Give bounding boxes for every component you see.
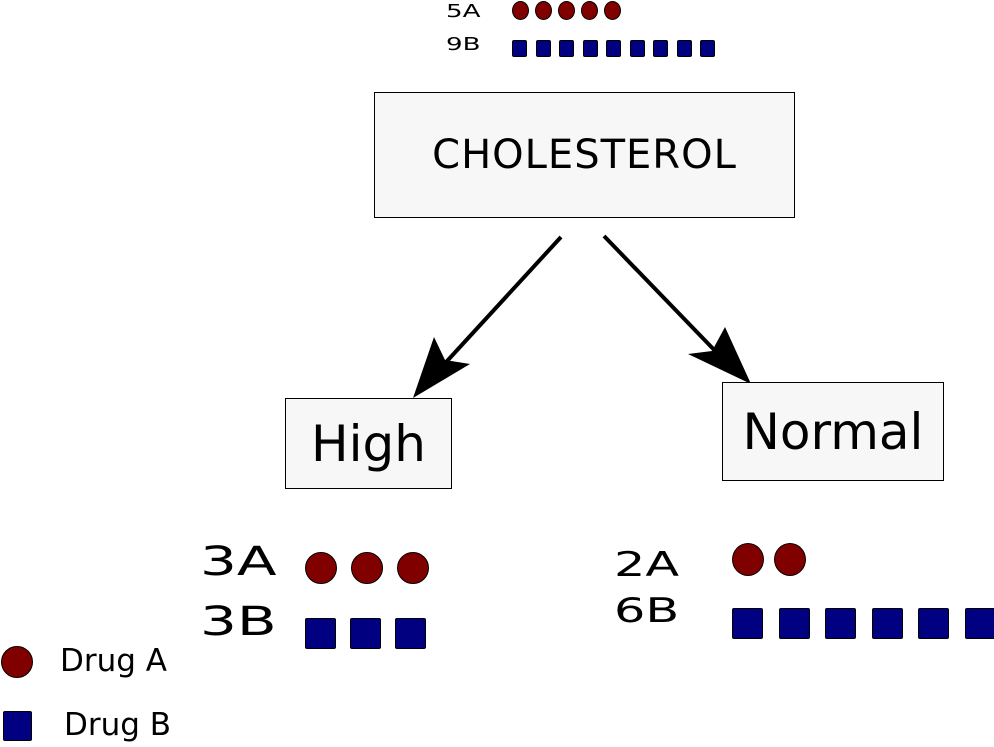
drug-b-marker <box>778 608 810 639</box>
edge-to-normal <box>602 234 724 360</box>
drug-b-marker <box>559 40 574 57</box>
drug-b-marker <box>964 608 994 639</box>
high-count-b: 3B <box>200 599 277 645</box>
drug-b-marker <box>582 40 598 57</box>
drug-a-marker <box>535 1 552 20</box>
legend-drug-a-label: Drug A <box>60 643 168 679</box>
drug-a-marker <box>604 1 621 20</box>
root-count-b: 9B <box>446 34 481 55</box>
drug-a-marker <box>512 1 529 20</box>
drug-b-marker <box>535 40 551 57</box>
drug-a-marker <box>558 1 575 20</box>
edge-to-high <box>435 235 563 374</box>
legend-drug-a-icon <box>1 646 33 678</box>
drug-b-marker <box>606 40 621 57</box>
drug-b-marker <box>629 40 645 57</box>
drug-b-marker <box>871 608 903 639</box>
drug-b-marker <box>732 608 763 639</box>
high-count-a: 3A <box>200 539 277 585</box>
legend-drug-b-label: Drug B <box>64 707 172 743</box>
arrowhead-normal <box>688 327 751 384</box>
node-normal: Normal <box>722 382 944 481</box>
drug-b-marker <box>918 608 949 639</box>
arrowhead-high <box>413 337 470 398</box>
node-normal-label: Normal <box>742 402 924 461</box>
drug-b-marker <box>350 618 381 649</box>
root-node: CHOLESTEROL <box>374 92 795 218</box>
node-high-label: High <box>311 414 426 473</box>
drug-b-marker <box>512 40 527 57</box>
normal-count-b: 6B <box>614 591 680 631</box>
normal-count-a: 2A <box>614 545 680 585</box>
root-node-label: CHOLESTEROL <box>432 132 737 178</box>
drug-b-marker <box>395 618 426 649</box>
drug-b-marker <box>653 40 668 57</box>
drug-b-marker <box>825 608 856 639</box>
drug-a-marker <box>305 552 337 584</box>
drug-b-marker <box>676 40 692 57</box>
node-high: High <box>285 398 452 489</box>
drug-a-marker <box>351 552 383 584</box>
drug-b-marker <box>700 40 715 57</box>
drug-a-marker <box>581 1 598 20</box>
legend-drug-b-icon <box>3 711 32 741</box>
root-count-a: 5A <box>446 1 481 22</box>
drug-a-marker <box>732 543 764 576</box>
drug-a-marker <box>397 552 429 584</box>
drug-b-marker <box>305 618 336 649</box>
drug-a-marker <box>774 543 806 576</box>
